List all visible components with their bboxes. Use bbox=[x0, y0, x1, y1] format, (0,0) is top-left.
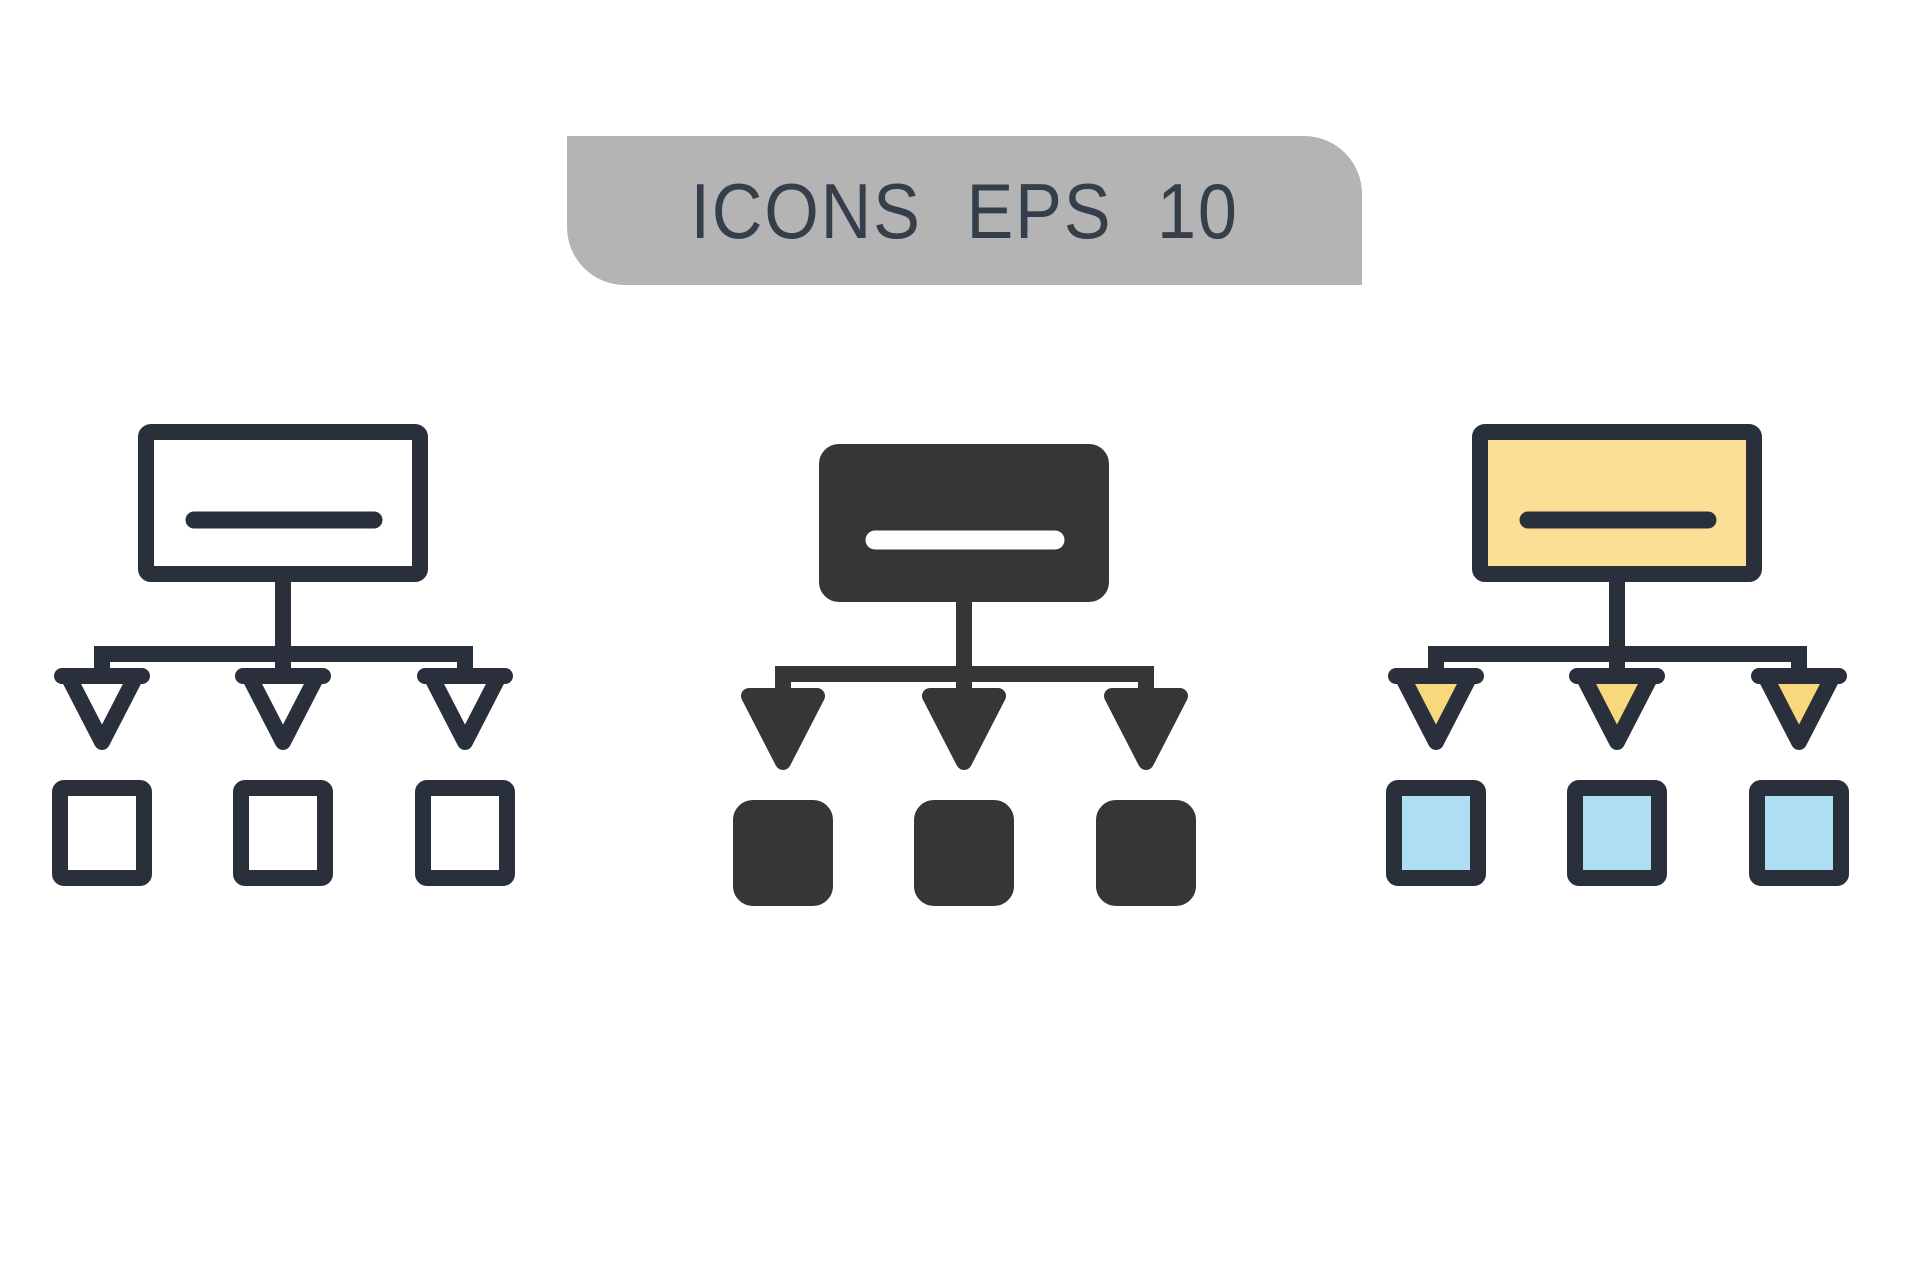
flowchart-outline-icon bbox=[48, 424, 518, 886]
flowchart-colored-icon-svg bbox=[1386, 424, 1849, 886]
arrow-heads bbox=[741, 688, 1188, 770]
child-box bbox=[733, 800, 833, 906]
parent-box bbox=[138, 424, 428, 582]
flowchart-solid-icon bbox=[729, 444, 1199, 906]
arrow-heads bbox=[60, 668, 507, 750]
child-box bbox=[1096, 800, 1196, 906]
child-box bbox=[52, 780, 152, 886]
child-box bbox=[1567, 780, 1667, 886]
parent-box bbox=[819, 444, 1109, 602]
banner-title: ICONS EPS 10 bbox=[690, 166, 1239, 255]
child-box bbox=[233, 780, 333, 886]
arrow-heads bbox=[1394, 668, 1841, 750]
flowchart-outline-icon-svg bbox=[52, 424, 515, 886]
child-box bbox=[1386, 780, 1486, 886]
child-box bbox=[1749, 780, 1849, 886]
child-box bbox=[914, 800, 1014, 906]
connector-lines bbox=[1428, 574, 1807, 680]
parent-box bbox=[1472, 424, 1762, 582]
connector-lines bbox=[94, 574, 473, 680]
flowchart-colored-icon bbox=[1382, 424, 1852, 886]
flowchart-solid-icon-svg bbox=[733, 444, 1196, 906]
title-banner: ICONS EPS 10 bbox=[567, 136, 1362, 285]
child-box bbox=[415, 780, 515, 886]
connector-lines bbox=[775, 594, 1154, 700]
